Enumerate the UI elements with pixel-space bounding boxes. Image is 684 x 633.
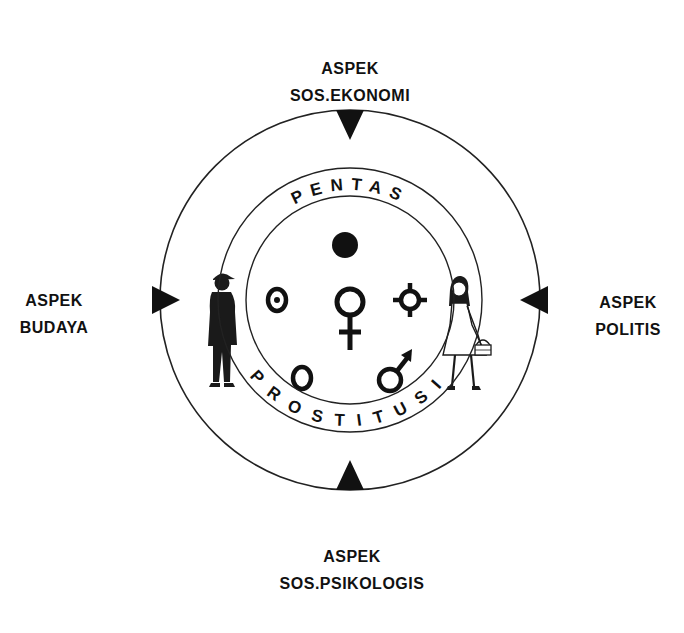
- ring-title: PENTAS: [288, 175, 412, 209]
- pointer-triangle: [336, 110, 364, 140]
- crosshair-symbol: [393, 283, 427, 317]
- ring-outer-circle: [218, 168, 482, 432]
- ring-title: PROSTITUSI: [246, 366, 453, 430]
- aspect-label: ASPEK SOS.EKONOMI: [290, 55, 410, 109]
- stage-ring: PENTAS PROSTITUSI: [216, 166, 484, 434]
- dotted-ring-symbol: [274, 297, 280, 303]
- pointer-triangle: [336, 460, 364, 490]
- outer-circle: [160, 110, 540, 490]
- dotted-ring-symbol: [268, 289, 286, 311]
- aspect-label: ASPEK POLITIS: [595, 289, 661, 343]
- aspect-label: ASPEK BUDAYA: [20, 287, 89, 341]
- pointer-triangle: [152, 286, 180, 314]
- aspect-label: ASPEK SOS.PSIKOLOGIS: [280, 543, 425, 597]
- female-symbol: [337, 289, 363, 350]
- ring-inner-circle: [246, 196, 454, 404]
- man-figure: [208, 273, 237, 387]
- ring-outline: PENTAS PROSTITUSI: [216, 166, 484, 434]
- filled-dot-symbol: [332, 232, 358, 258]
- pointer-triangle: [520, 286, 548, 314]
- ring-symbol: [293, 367, 311, 389]
- woman-figure: [443, 276, 491, 390]
- male-symbol: [379, 349, 412, 391]
